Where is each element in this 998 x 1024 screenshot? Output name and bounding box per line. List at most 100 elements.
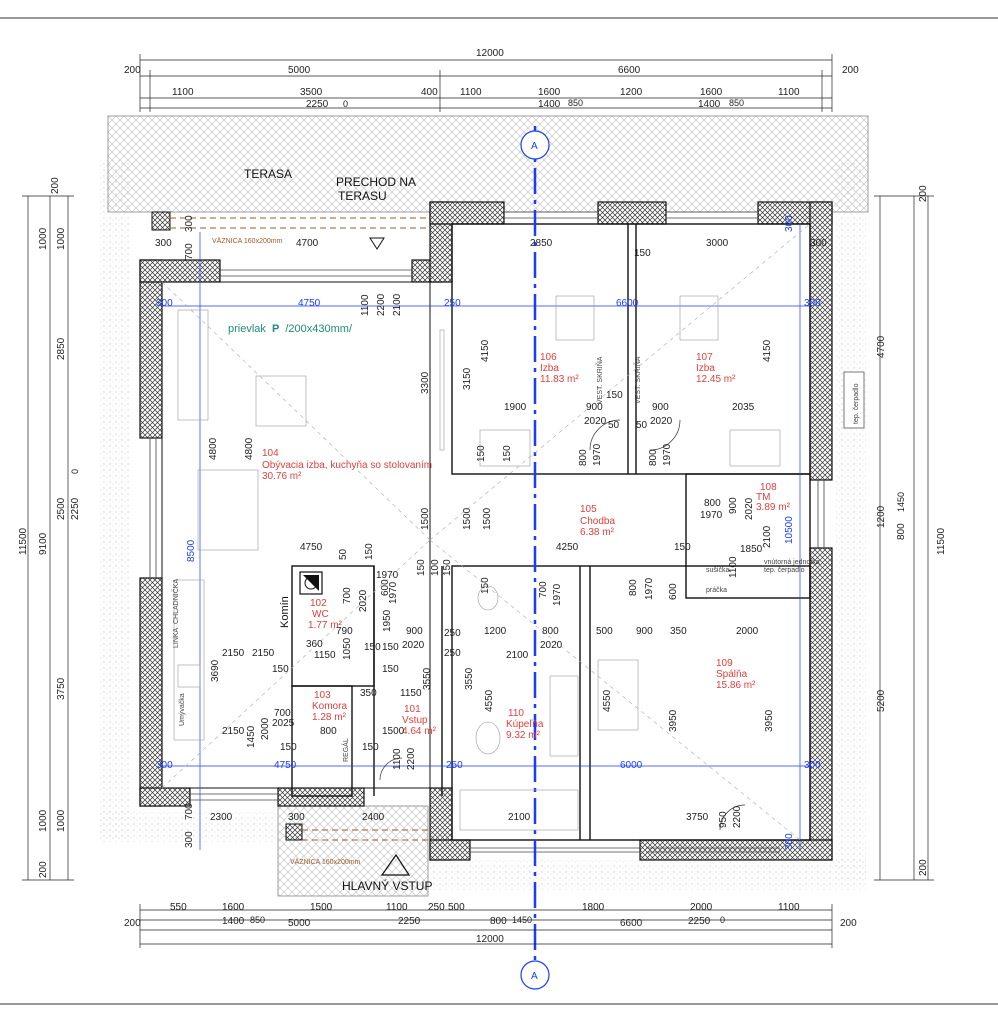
top-seg-b: 6600 [618, 65, 641, 76]
svg-text:2000: 2000 [260, 717, 271, 740]
room-105: 105 Chodba 6.38 m² [580, 504, 615, 538]
svg-text:2150: 2150 [222, 648, 245, 659]
top-edge-right: 200 [842, 65, 859, 76]
svg-text:Komora: Komora [312, 701, 347, 712]
svg-text:4150: 4150 [762, 339, 773, 362]
svg-text:3750: 3750 [686, 812, 709, 823]
svg-text:4750: 4750 [300, 542, 323, 553]
top-seg-a: 5000 [288, 65, 311, 76]
left-item-8b: 1000 [56, 809, 67, 832]
svg-text:3000: 3000 [706, 238, 729, 249]
svg-text:700: 700 [538, 581, 549, 598]
left-item-7: 3750 [56, 677, 67, 700]
svg-text:2100: 2100 [392, 293, 403, 316]
svg-text:1450: 1450 [246, 725, 257, 748]
svg-text:9.32 m²: 9.32 m² [506, 730, 541, 741]
svg-text:150: 150 [674, 542, 691, 553]
top-win1b: 0 [343, 99, 348, 109]
section-label-bottom: A [531, 971, 538, 982]
svg-text:2200: 2200 [732, 805, 743, 828]
svg-text:Kúpeľňa: Kúpeľňa [506, 719, 544, 730]
svg-text:Izba: Izba [696, 363, 715, 374]
svg-text:700: 700 [274, 708, 291, 719]
svg-text:2020: 2020 [584, 416, 607, 427]
shelf-label: REGÁL [341, 738, 350, 762]
svg-text:300: 300 [156, 298, 173, 309]
svg-text:950: 950 [718, 811, 729, 828]
svg-text:150: 150 [502, 445, 513, 462]
room-102: 102 WC 1.77 m² [308, 598, 343, 631]
bottom-w1b: 850 [250, 915, 265, 925]
svg-text:790: 790 [336, 626, 353, 637]
right-item-2: 1200 [876, 505, 887, 528]
svg-text:1.28 m²: 1.28 m² [312, 712, 347, 723]
bottom-w1: 1400 [222, 916, 245, 927]
svg-text:150: 150 [416, 559, 427, 576]
top-win1: 2250 [306, 99, 329, 110]
svg-text:2850: 2850 [530, 238, 553, 249]
svg-text:150: 150 [280, 742, 297, 753]
svg-text:1970: 1970 [700, 510, 723, 521]
svg-text:103: 103 [314, 690, 331, 701]
svg-text:TM: TM [756, 492, 770, 503]
right-item-6: 200 [918, 859, 929, 876]
svg-text:2020: 2020 [540, 640, 563, 651]
svg-text:4550: 4550 [484, 689, 495, 712]
svg-text:150: 150 [442, 559, 453, 576]
svg-text:1970: 1970 [552, 583, 563, 606]
svg-text:1100: 1100 [392, 748, 403, 770]
svg-text:1950: 1950 [382, 609, 393, 632]
svg-text:4550: 4550 [602, 689, 613, 712]
svg-text:4800: 4800 [208, 437, 219, 460]
svg-text:900: 900 [406, 626, 423, 637]
top-win2: 1400 [538, 99, 561, 110]
top-row3-4: 1600 [538, 87, 561, 98]
svg-text:300: 300 [784, 833, 795, 850]
svg-text:800: 800 [648, 449, 659, 466]
kitchen-line-label: LINKA [173, 627, 180, 648]
svg-text:600: 600 [668, 583, 679, 600]
svg-text:1100: 1100 [728, 556, 739, 578]
dryer-label: sušička [706, 567, 729, 574]
svg-text:2150: 2150 [252, 648, 275, 659]
svg-text:1970: 1970 [388, 581, 399, 604]
svg-text:300: 300 [288, 812, 305, 823]
svg-text:Izba: Izba [540, 363, 559, 374]
svg-text:Chodba: Chodba [580, 516, 615, 527]
room-107: 107 Izba 12.45 m² [696, 352, 736, 385]
left-item-2: 1000 [56, 227, 67, 250]
svg-text:109: 109 [716, 658, 733, 669]
passage-label-2: TERASU [338, 189, 387, 203]
room-103: 103 Komora 1.28 m² [312, 690, 347, 723]
svg-text:350: 350 [670, 626, 687, 637]
left-item-1: 1000 [38, 227, 49, 250]
svg-text:2020: 2020 [744, 497, 755, 520]
bottom-w4: 2250 [688, 916, 711, 927]
svg-text:4800: 4800 [244, 437, 255, 460]
top-total-dim: 12000 [476, 48, 504, 59]
outer-walls [139, 201, 833, 861]
fridge-label: CHLADNIČKA [171, 579, 180, 624]
svg-text:150: 150 [382, 642, 399, 653]
section-label-top: A [531, 141, 538, 152]
top-row3-5: 1200 [620, 87, 643, 98]
svg-text:102: 102 [310, 598, 327, 609]
room-101: 101 Vstup 4.64 m² [402, 704, 437, 737]
svg-text:50: 50 [608, 420, 620, 431]
svg-text:1500: 1500 [382, 726, 405, 737]
svg-text:900: 900 [652, 402, 669, 413]
svg-text:2020: 2020 [358, 589, 369, 612]
svg-text:2150: 2150 [222, 726, 245, 737]
svg-text:1500: 1500 [482, 507, 493, 530]
svg-text:2035: 2035 [732, 402, 755, 413]
beam-label-top: VÄZNICA 160x200mm [212, 237, 283, 245]
indoor-unit-label-2: tep. čerpadlo [764, 567, 805, 574]
svg-text:3950: 3950 [668, 709, 679, 732]
svg-text:1500: 1500 [462, 507, 473, 530]
svg-text:800: 800 [320, 726, 337, 737]
bottom-row1-5: 500 [448, 902, 465, 913]
svg-text:30.76 m²: 30.76 m² [262, 471, 302, 482]
section-marker-top [520, 130, 550, 160]
left-item-8: 1000 [38, 809, 49, 832]
svg-text:105: 105 [580, 504, 597, 515]
